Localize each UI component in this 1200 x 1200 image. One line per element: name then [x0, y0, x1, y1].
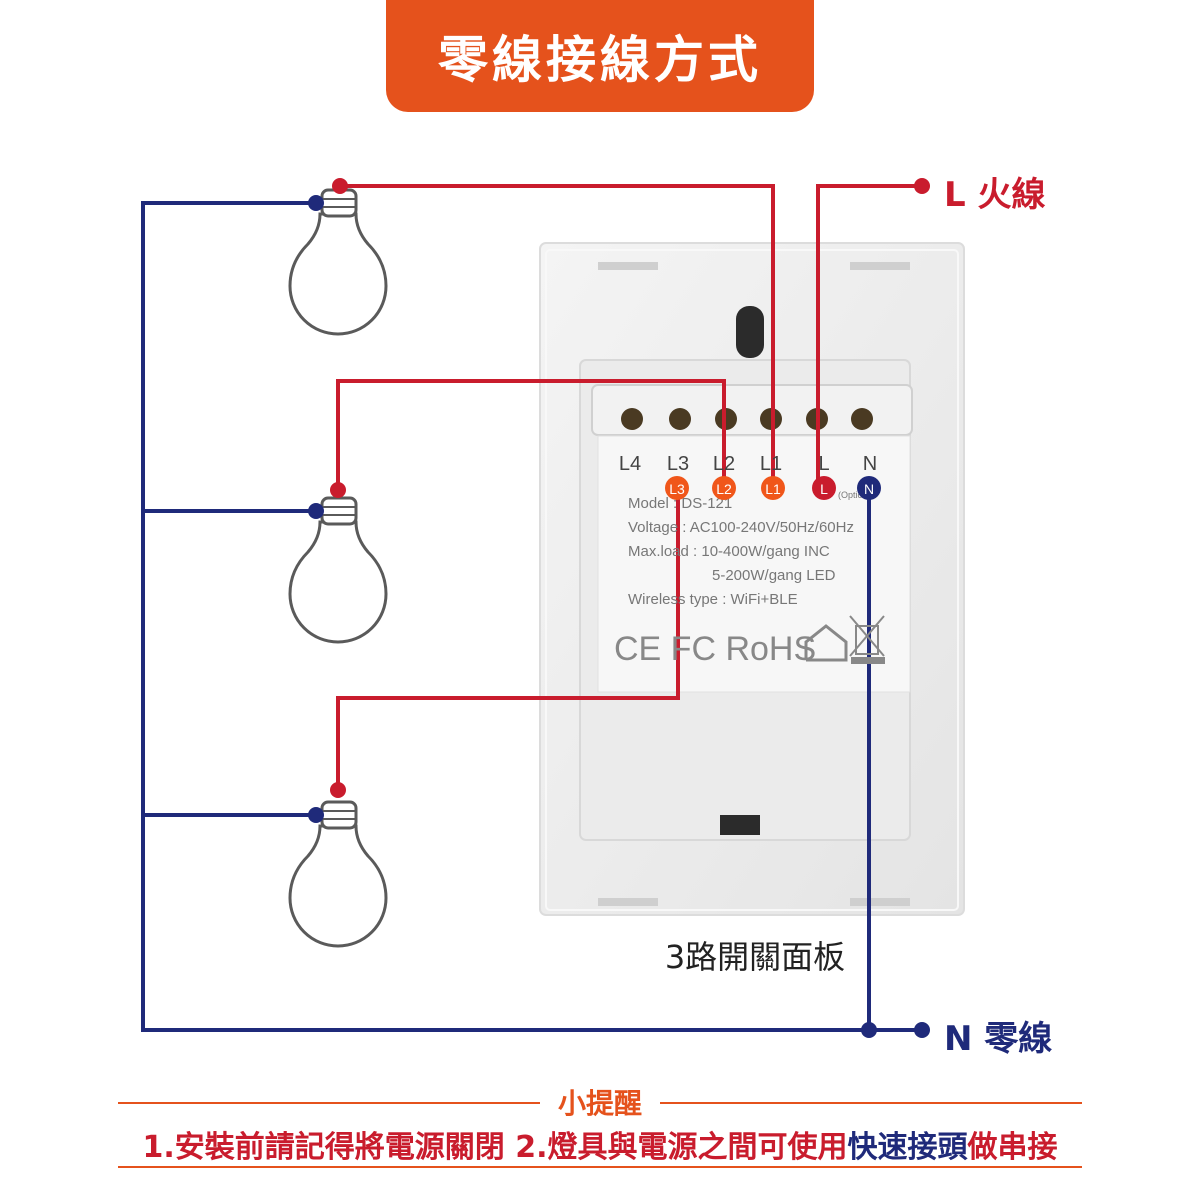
terminal-label-l2: L2 — [713, 453, 735, 475]
tip-text-highlight: 快速接頭 — [847, 1130, 968, 1165]
weee-bin-icon — [849, 615, 885, 664]
terminal-badge-l2: L2 — [712, 476, 736, 500]
tip-text-part2: 做串接 — [967, 1130, 1058, 1165]
terminal-label-n: N — [863, 453, 877, 475]
terminal-badge-n: N — [857, 476, 881, 500]
spec-certifications: CE FC RoHS — [614, 630, 816, 668]
neutral-bus-wire — [141, 201, 920, 1032]
svg-text:L: L — [820, 481, 828, 497]
terminal-badge-l: L — [812, 476, 836, 500]
tip-text-part1: 1.安裝前請記得將電源關閉 2.燈具與電源之間可使用 — [142, 1130, 848, 1165]
lamp1-live-wire — [340, 184, 775, 488]
spec-wireless: Wireless type : WiFi+BLE — [628, 591, 798, 608]
tip-title: 小提醒 — [557, 1087, 642, 1120]
light-bulb-3 — [288, 800, 388, 948]
spec-maxload-led: 5-200W/gang LED — [712, 567, 836, 584]
tip-divider-right — [660, 1102, 1082, 1104]
live-wires — [336, 184, 920, 790]
live-wire-label: L 火線 — [944, 175, 1046, 215]
switch-panel — [539, 242, 965, 916]
spec-voltage: Voltage : AC100-240V/50Hz/60Hz — [628, 519, 854, 536]
terminal-label-l1: L1 — [760, 453, 782, 475]
connection-dots — [308, 178, 930, 1038]
svg-text:N: N — [864, 481, 874, 497]
terminal-label-l: L — [818, 453, 829, 475]
spec-model: Model : DS-121 — [628, 495, 732, 512]
tip-divider-left — [118, 1102, 540, 1104]
svg-text:L2: L2 — [716, 481, 732, 497]
tip-text: 1.安裝前請記得將電源關閉 2.燈具與電源之間可使用快速接頭做串接 — [100, 1122, 1100, 1166]
spec-maxload-inc: Max.load : 10-400W/gang INC — [628, 543, 830, 560]
neutral-wire-label: N 零線 — [944, 1019, 1053, 1059]
svg-text:L1: L1 — [765, 481, 781, 497]
panel-caption: 3路開關面板 — [664, 938, 846, 976]
terminal-badge-l1: L1 — [761, 476, 785, 500]
terminal-label-l4: L4 — [619, 453, 641, 475]
neutral-wires — [141, 201, 920, 1032]
lamp3-live-wire — [336, 488, 680, 790]
title-banner: 零線接線方式 — [386, 0, 814, 112]
terminal-badge-l3: L3 — [665, 476, 689, 500]
terminal-label-l3: L3 — [667, 453, 689, 475]
house-icon — [804, 624, 848, 662]
tip-divider-bottom — [118, 1166, 1082, 1168]
lamp2-live-wire — [336, 379, 726, 490]
light-bulb-2 — [288, 496, 388, 644]
svg-text:L3: L3 — [669, 481, 685, 497]
light-bulb-1 — [288, 188, 388, 336]
spec-option: (Option) — [838, 490, 871, 500]
live-feed-wire — [816, 184, 920, 488]
page-title: 零線接線方式 — [438, 31, 762, 89]
